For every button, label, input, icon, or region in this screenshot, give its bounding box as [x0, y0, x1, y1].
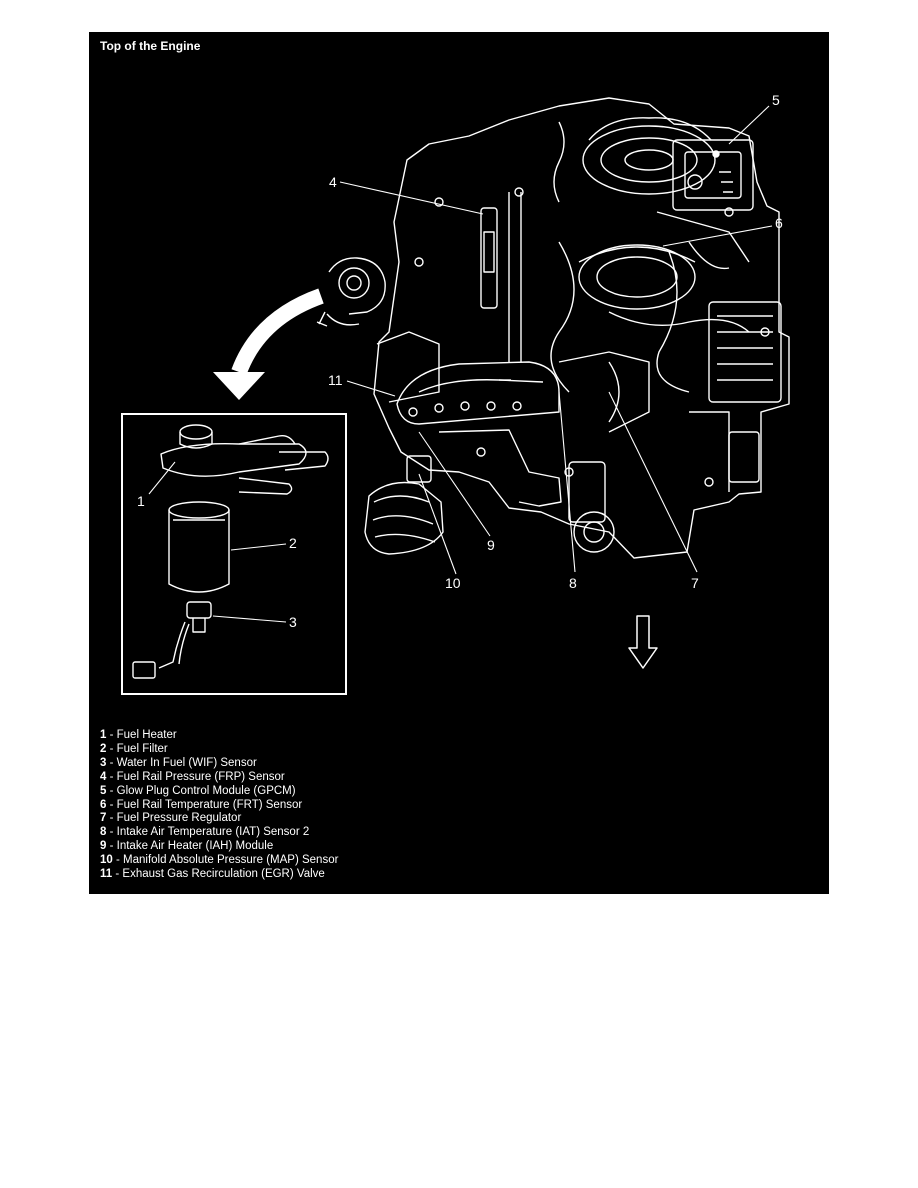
callout-number-1: 1 — [137, 493, 145, 509]
legend-item: 10 - Manifold Absolute Pressure (MAP) Se… — [100, 854, 339, 867]
down-arrow-icon — [628, 615, 658, 669]
engine-figure: Top of the Engine — [89, 32, 829, 894]
leader-line-10 — [418, 473, 457, 575]
callout-numbers: 1 2 3 4 5 6 7 8 9 10 11 — [137, 92, 783, 630]
fuel-filter-detail — [121, 413, 347, 695]
legend-item: 1 - Fuel Heater — [100, 729, 177, 741]
leader-line-7 — [608, 391, 698, 573]
leader-line-5 — [728, 105, 770, 145]
leader-line-2 — [230, 543, 287, 551]
callout-number-6: 6 — [775, 215, 783, 231]
leader-line-11 — [346, 380, 396, 397]
leader-line-9 — [418, 431, 491, 537]
callout-number-8: 8 — [569, 575, 577, 591]
callout-number-7: 7 — [691, 575, 699, 591]
legend-item: 11 - Exhaust Gas Recirculation (EGR) Val… — [100, 868, 325, 881]
curved-arrow-icon — [213, 288, 324, 400]
legend-item: 6 - Fuel Rail Temperature (FRT) Sensor — [100, 798, 303, 811]
leader-line-4 — [339, 181, 484, 215]
legend-item: 2 - Fuel Filter — [100, 742, 168, 755]
leader-line-6 — [662, 225, 773, 247]
figure-title: Top of the Engine — [100, 39, 201, 53]
callout-number-3: 3 — [289, 614, 297, 630]
callout-number-10: 10 — [445, 575, 461, 591]
legend-item: 7 - Fuel Pressure Regulator — [100, 812, 242, 825]
legend-item: 4 - Fuel Rail Pressure (FRP) Sensor — [100, 770, 285, 783]
engine-illustration — [316, 97, 790, 559]
legend-item: 9 - Intake Air Heater (IAH) Module — [100, 840, 274, 853]
leader-lines — [148, 105, 773, 623]
leader-line-8 — [558, 391, 576, 573]
callout-number-9: 9 — [487, 537, 495, 553]
callout-number-2: 2 — [289, 535, 297, 551]
callout-legend: 1 - Fuel Heater 2 - Fuel Filter 3 - Wate… — [100, 729, 338, 882]
engine-diagram: 1 2 3 4 5 6 7 8 9 10 11 — [121, 92, 790, 695]
legend-item: 8 - Intake Air Temperature (IAT) Sensor … — [100, 826, 310, 839]
callout-number-11: 11 — [328, 372, 343, 388]
legend-item: 3 - Water In Fuel (WIF) Sensor — [100, 756, 257, 769]
legend-item: 5 - Glow Plug Control Module (GPCM) — [100, 784, 296, 797]
leader-line-3 — [212, 615, 287, 623]
leader-line-1 — [148, 461, 176, 495]
callout-number-5: 5 — [772, 92, 780, 108]
callout-number-4: 4 — [329, 174, 337, 190]
